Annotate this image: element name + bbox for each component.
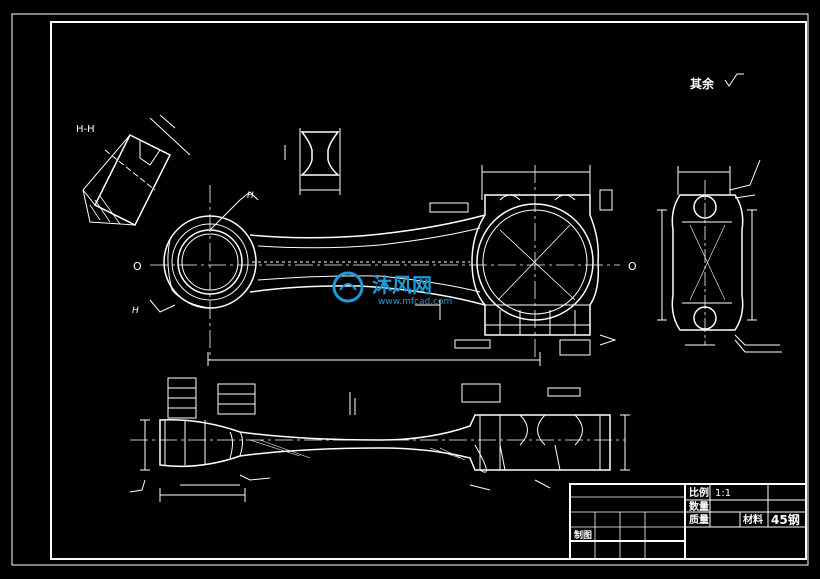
- scale-label: 比例: [689, 486, 709, 499]
- material-value: 45钢: [771, 512, 800, 527]
- bottom-section-view: [129, 377, 630, 502]
- side-view: [657, 159, 782, 353]
- material-label: 材料: [743, 513, 763, 526]
- drawing-frame: [11, 13, 809, 566]
- svg-text:O: O: [133, 260, 142, 273]
- quantity-label: 数量: [689, 500, 709, 513]
- roughness-symbol-icon: [724, 73, 744, 87]
- drawn-label: 制图: [574, 529, 592, 541]
- front-view: [149, 165, 620, 366]
- svg-text:O: O: [628, 260, 637, 273]
- mass-label: 质量: [689, 513, 709, 526]
- title-block: [569, 483, 807, 560]
- svg-text:H: H: [132, 306, 139, 316]
- svg-text:www.mfcad.com: www.mfcad.com: [378, 297, 452, 307]
- watermark-logo-icon: [332, 271, 364, 303]
- section-hh-view: H-H: [76, 114, 191, 227]
- svg-text:H: H: [247, 191, 254, 201]
- watermark: 沐风网 www.mfcad.com: [332, 271, 452, 307]
- svg-text:其余: 其余: [690, 76, 715, 91]
- i-beam-section: [284, 128, 341, 195]
- svg-text:H-H: H-H: [76, 124, 95, 135]
- svg-text:沐风网: 沐风网: [372, 273, 432, 297]
- roughness-note: 其余: [690, 73, 744, 91]
- scale-value: 1:1: [715, 488, 731, 499]
